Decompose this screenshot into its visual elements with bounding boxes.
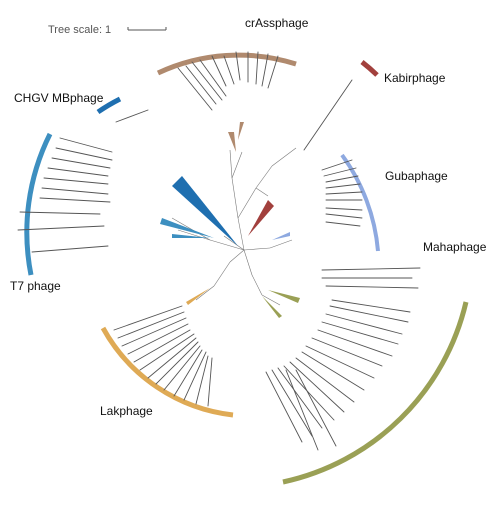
label-gubaphage: Gubaphage	[385, 169, 448, 183]
arc-t7phage	[24, 132, 53, 276]
label-lakphage: Lakphage	[100, 404, 153, 418]
arc-lakphage	[100, 326, 234, 418]
clade-labels: crAssphage Kabirphage Gubaphage Mahaphag…	[10, 16, 487, 418]
arc-gubaphage	[340, 153, 380, 252]
arc-chgv	[96, 96, 122, 115]
label-kabirphage: Kabirphage	[384, 71, 446, 85]
triangle-lakphage	[186, 288, 210, 305]
label-chgv: CHGV MBphage	[14, 91, 104, 105]
triangle-t7-a	[160, 218, 214, 238]
triangle-kabirphage	[248, 200, 274, 236]
label-mahaphage: Mahaphage	[423, 240, 487, 254]
triangle-t7-b	[172, 234, 210, 238]
tree-scale: Tree scale: 1	[48, 24, 167, 36]
tree-scale-label: Tree scale: 1	[48, 24, 111, 36]
arc-crassphage	[156, 52, 297, 76]
triangle-gubaphage	[272, 232, 290, 240]
triangle-mahaphage	[268, 290, 300, 303]
label-t7phage: T7 phage	[10, 279, 61, 293]
arc-mahaphage	[282, 301, 469, 485]
leaf-label-hints	[17, 51, 421, 451]
clade-arcs	[24, 52, 469, 485]
tree-branches	[171, 147, 297, 306]
triangle-chgv	[172, 176, 238, 246]
triangle-mahaphage-b	[262, 296, 282, 318]
triangle-crass-b	[238, 122, 244, 140]
triangle-crass	[228, 132, 236, 152]
collapsed-clades	[160, 122, 300, 318]
label-crassphage: crAssphage	[245, 16, 309, 30]
arc-kabirphage	[360, 60, 379, 77]
